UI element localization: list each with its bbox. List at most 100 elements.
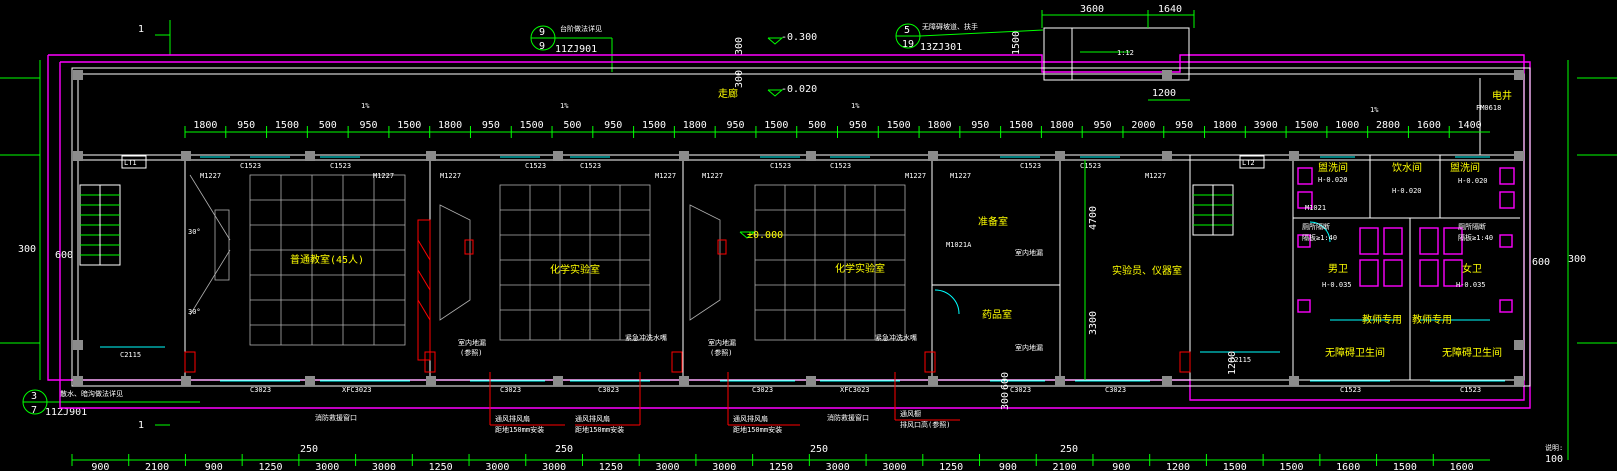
dim-250: 250 <box>810 444 828 455</box>
toilet-fixtures <box>1297 167 1515 321</box>
dim-row-value: 950 <box>604 120 622 131</box>
dim-row-value: 1800 <box>927 120 951 131</box>
dim-row-value: 1500 <box>397 120 421 131</box>
column <box>806 151 816 161</box>
column <box>1162 70 1172 80</box>
legend-label: 说明: <box>1545 443 1563 452</box>
dim-bottom-value: 1200 <box>1166 462 1190 471</box>
level-marks: -0.300 -0.020 ±0.000 H-0.020 H-0.020 H-0… <box>188 32 1501 316</box>
door-label: M1021 <box>1305 204 1326 212</box>
room-water: 饮水间 <box>1392 161 1422 174</box>
dim-row-value: 1500 <box>764 120 788 131</box>
callout-apron-num: 3 <box>31 391 37 402</box>
axis-label-top: 1 <box>138 24 144 35</box>
dim-bottom-value: 1500 <box>1223 462 1247 471</box>
column <box>1514 376 1524 386</box>
window-label: C1523 <box>240 162 261 170</box>
column <box>1289 151 1299 161</box>
column <box>1162 376 1172 386</box>
note-fire-window-1: 消防救援窗口 <box>315 413 357 422</box>
door-label: M1227 <box>373 172 394 180</box>
dim-vert-300b: 300 <box>734 70 745 88</box>
lab2-furniture <box>689 184 906 341</box>
note-vent-2b: 距地150mm安装 <box>575 425 624 434</box>
dim-row-value: 950 <box>482 120 500 131</box>
level-corridor: -0.020 <box>781 84 817 95</box>
note-cabinet: 通风橱 <box>900 409 921 418</box>
dim-bottom-value: 3000 <box>712 462 736 471</box>
slope-4: 1% <box>1370 106 1379 114</box>
dim-vert-600: 600 <box>1000 372 1011 390</box>
column <box>679 151 689 161</box>
level-water: H-0.020 <box>1392 187 1422 195</box>
angle-top: 30° <box>188 228 201 236</box>
dim-bottom-value: 3000 <box>656 462 680 471</box>
column <box>73 70 83 80</box>
note-eyewash-2: 紧急冲洗水嘴 <box>875 333 917 342</box>
door-label: M1227 <box>1145 172 1166 180</box>
stair-left: LT1 <box>79 155 147 266</box>
callout-steps-text: 台阶做法详见 <box>560 24 602 33</box>
slope-1: 1% <box>361 102 370 110</box>
dim-row-value: 1800 <box>438 120 462 131</box>
window-label: C1523 <box>1020 162 1041 170</box>
note-vent-3b: 距地150mm安装 <box>733 425 782 434</box>
dim-vert-300a: 300 <box>734 37 745 55</box>
dim-bottom-value: 3000 <box>485 462 509 471</box>
dim-side-right-600: 600 <box>1532 257 1550 268</box>
dim-row-value: 1800 <box>1213 120 1237 131</box>
lab1-furniture <box>439 184 651 341</box>
door-label: M1227 <box>200 172 221 180</box>
axis-label-bottom: 1 <box>138 420 144 431</box>
dim-row-value: 950 <box>971 120 989 131</box>
column <box>1514 70 1524 80</box>
callout-apron-text: 散水、暗沟做法详见 <box>60 389 123 398</box>
note-drain-2b: (参照) <box>710 348 732 357</box>
window-label: XFC3023 <box>840 386 870 394</box>
corridor-label: 走廊 <box>718 87 738 100</box>
dim-bottom-value: 3000 <box>826 462 850 471</box>
window-label: C2115 <box>120 351 141 359</box>
columns <box>73 70 1524 386</box>
note-cabinet-2: 排风口高(参照) <box>900 420 950 429</box>
window-label: C1523 <box>580 162 601 170</box>
window-label: C3023 <box>752 386 773 394</box>
column <box>426 151 436 161</box>
callout-ramp-num: 5 <box>904 25 910 36</box>
callout-ramp-ref: 13ZJ301 <box>920 42 962 53</box>
room-accessible-m: 无障碍卫生间 <box>1325 346 1385 359</box>
shaft-size: FM0618 <box>1476 104 1501 112</box>
callout-steps-den: 9 <box>539 41 545 52</box>
dim-row-value: 950 <box>1175 120 1193 131</box>
door-labels: M1227 M1227 M1227 M1227 M1227 M1227 M122… <box>200 172 1331 315</box>
dim-100: 100 <box>1545 454 1563 465</box>
window-label: XFC3023 <box>342 386 372 394</box>
room-teacher-f: 教师专用 <box>1412 313 1452 326</box>
note-vent-3: 通风排风扇 <box>733 414 768 423</box>
dim-bottom-value: 1600 <box>1336 462 1360 471</box>
stair-left-label: LT1 <box>124 159 137 167</box>
column <box>73 340 83 350</box>
slope-2: 1% <box>560 102 569 110</box>
callout-ramp-den: 19 <box>902 39 914 50</box>
dim-row-value: 1800 <box>683 120 707 131</box>
note-drain-3: 室内地漏 <box>1015 248 1043 257</box>
slope-3: 1% <box>851 102 860 110</box>
dim-bottom-value: 3000 <box>882 462 906 471</box>
room-male: 男卫 <box>1328 263 1348 275</box>
dim-row-value: 1500 <box>1009 120 1033 131</box>
callout-ramp: 5 19 无障碍坡道、扶手 13ZJ301 <box>895 22 1044 53</box>
dim-bottom-value: 3000 <box>315 462 339 471</box>
note-screen-l2: 隔板≥1:40 <box>1302 233 1337 242</box>
dim-row-value: 500 <box>563 120 581 131</box>
room-chem-lab-2: 化学实验室 <box>835 262 885 275</box>
room-teacher-m: 教师专用 <box>1362 313 1402 326</box>
dim-row-value: 500 <box>319 120 337 131</box>
column <box>181 376 191 386</box>
stair-right-label: LT2 <box>1242 159 1255 167</box>
level-toilet-m: H-0.035 <box>1322 281 1352 289</box>
window-label: C2115 <box>1230 356 1251 364</box>
dim-side-left: 300 <box>18 244 36 255</box>
dim-vert-1500: 1500 <box>1011 31 1022 55</box>
